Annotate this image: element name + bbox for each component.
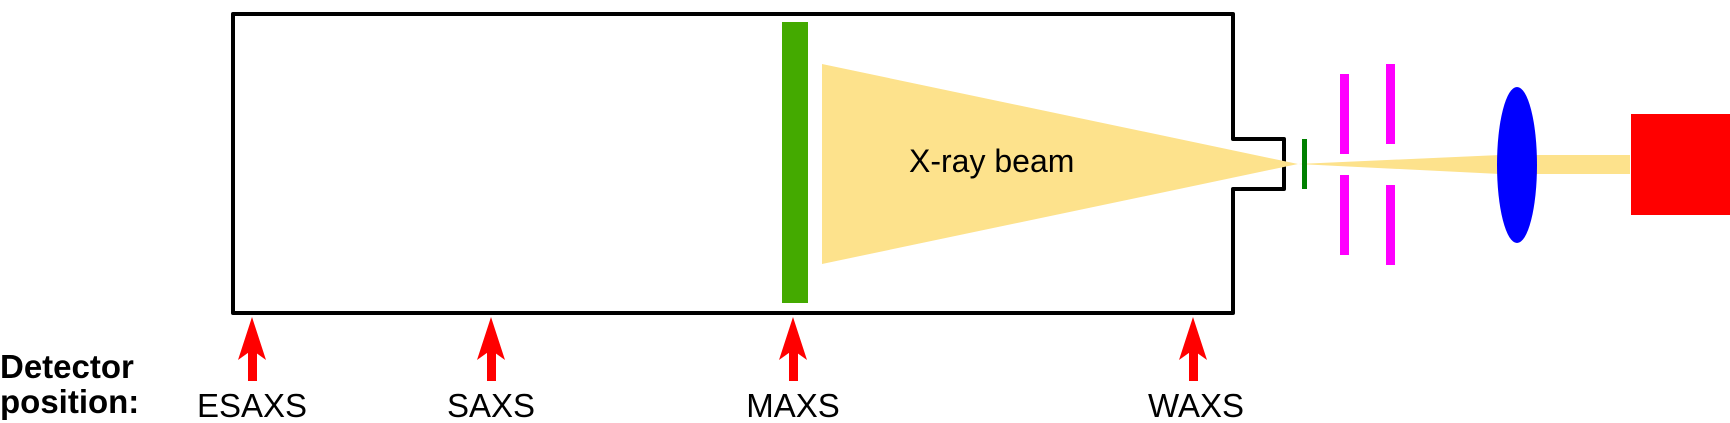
arrow-maxs	[779, 317, 807, 381]
detector	[782, 22, 808, 303]
position-label-esaxs: ESAXS	[197, 387, 307, 423]
slit-2-bottom	[1386, 185, 1395, 265]
position-label-saxs: SAXS	[447, 387, 535, 423]
slit-2-top	[1386, 64, 1395, 144]
incoming-beam	[1298, 155, 1630, 174]
beam-label: X-ray beam	[909, 143, 1074, 179]
focusing-lens	[1497, 87, 1537, 243]
slit-1-top	[1340, 74, 1349, 154]
flight-tube-outline	[231, 12, 1286, 315]
sample	[1302, 139, 1307, 189]
xray-beam-cone	[822, 64, 1298, 264]
xray-source	[1631, 114, 1730, 215]
slit-1-bottom	[1340, 175, 1349, 255]
arrow-saxs	[477, 317, 505, 381]
arrow-esaxs	[238, 317, 266, 381]
detector-heading-line1: Detector	[0, 348, 134, 385]
detector-heading-line2: position:	[0, 383, 139, 420]
arrow-waxs	[1179, 317, 1207, 381]
position-label-maxs: MAXS	[746, 387, 840, 423]
position-label-waxs: WAXS	[1148, 387, 1244, 423]
